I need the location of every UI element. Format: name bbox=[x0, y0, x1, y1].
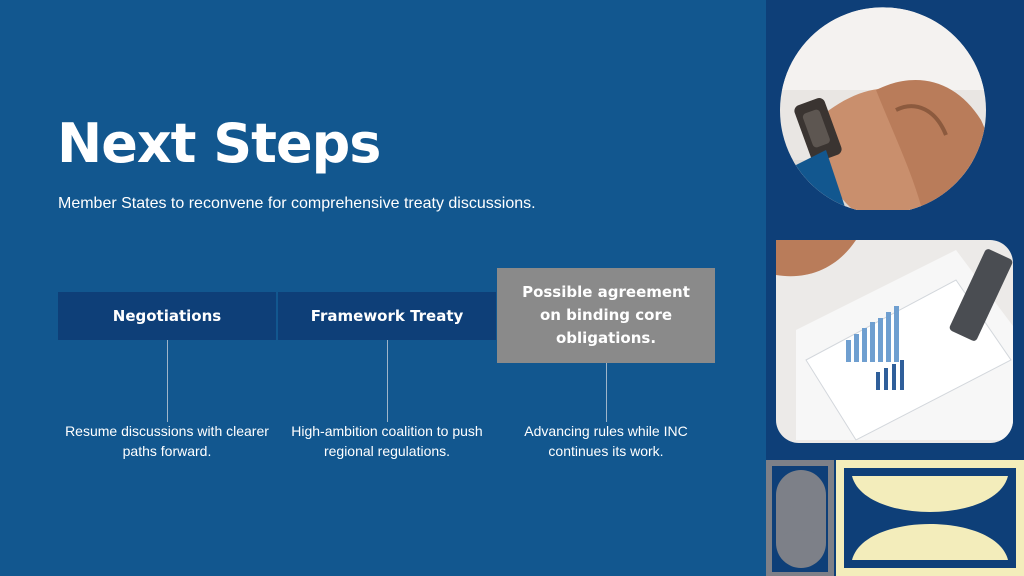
step-description: Resume discussions with clearer paths fo… bbox=[65, 423, 269, 459]
photo-bottom bbox=[776, 240, 1013, 443]
connector-line bbox=[606, 363, 607, 422]
decor-half-circle-bottom bbox=[852, 524, 1008, 560]
step-label: Framework Treaty bbox=[310, 307, 464, 325]
step-label: Negotiations bbox=[112, 307, 222, 325]
connector-line bbox=[167, 340, 168, 422]
step-label: Possible agreement on binding core oblig… bbox=[522, 283, 690, 347]
clasped-hands-photo-icon bbox=[766, 7, 1024, 576]
step-box-possible-agreement: Possible agreement on binding core oblig… bbox=[497, 268, 715, 363]
step-description: High-ambition coalition to push regional… bbox=[291, 423, 483, 459]
photo-top bbox=[779, 7, 986, 211]
page-title: Next Steps bbox=[57, 112, 381, 175]
connector-line bbox=[387, 340, 388, 422]
decor-half-circle-top bbox=[852, 476, 1008, 512]
step-box-framework-treaty: Framework Treaty bbox=[278, 292, 496, 340]
decorative-panel bbox=[766, 0, 1024, 576]
step-box-negotiations: Negotiations bbox=[58, 292, 276, 340]
step-description: Advancing rules while INC continues its … bbox=[524, 423, 688, 459]
page-subtitle: Member States to reconvene for comprehen… bbox=[58, 195, 536, 212]
